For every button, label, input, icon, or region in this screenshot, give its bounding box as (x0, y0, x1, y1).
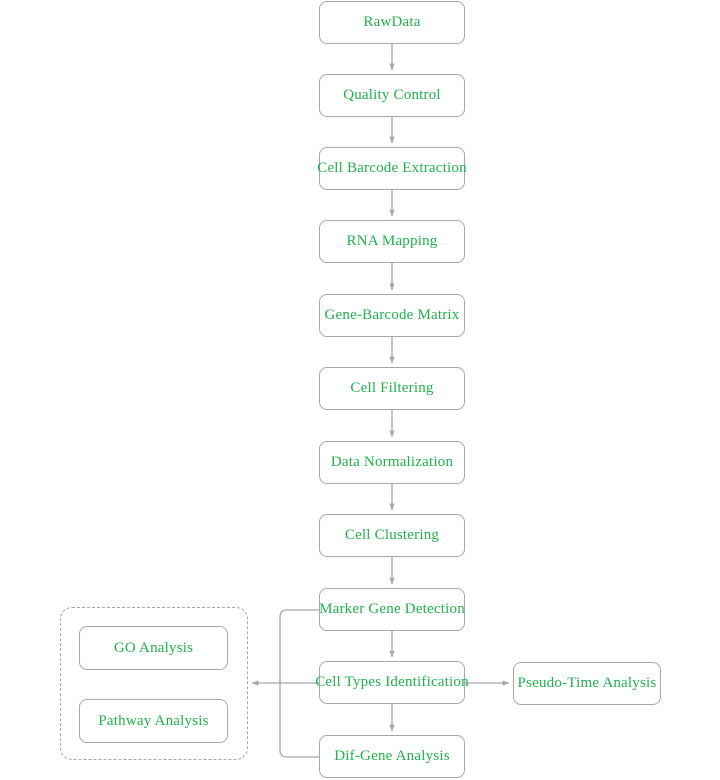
node-pseudo-time-analysis[interactable]: Pseudo-Time Analysis (513, 662, 661, 705)
node-dif-gene-analysis[interactable]: Dif-Gene Analysis (319, 735, 465, 778)
node-data-normalization[interactable]: Data Normalization (319, 441, 465, 484)
node-quality-control[interactable]: Quality Control (319, 74, 465, 117)
node-pathway-analysis[interactable]: Pathway Analysis (79, 699, 228, 743)
node-cell-filtering[interactable]: Cell Filtering (319, 367, 465, 410)
node-rna-mapping[interactable]: RNA Mapping (319, 220, 465, 263)
edge-markergene-to-enrichment-group (279, 609, 319, 683)
node-cell-clustering[interactable]: Cell Clustering (319, 514, 465, 557)
edge-difgene-to-enrichment-group (279, 683, 319, 758)
node-raw-data[interactable]: RawData (319, 1, 465, 44)
node-marker-gene-detection[interactable]: Marker Gene Detection (319, 588, 465, 631)
node-cell-barcode-extraction[interactable]: Cell Barcode Extraction (317, 147, 467, 190)
node-cell-types-identification[interactable]: Cell Types Identification (315, 661, 469, 704)
node-gene-barcode-matrix[interactable]: Gene-Barcode Matrix (319, 294, 465, 337)
functional-enrichment-group (60, 607, 248, 760)
node-go-analysis[interactable]: GO Analysis (79, 626, 228, 670)
